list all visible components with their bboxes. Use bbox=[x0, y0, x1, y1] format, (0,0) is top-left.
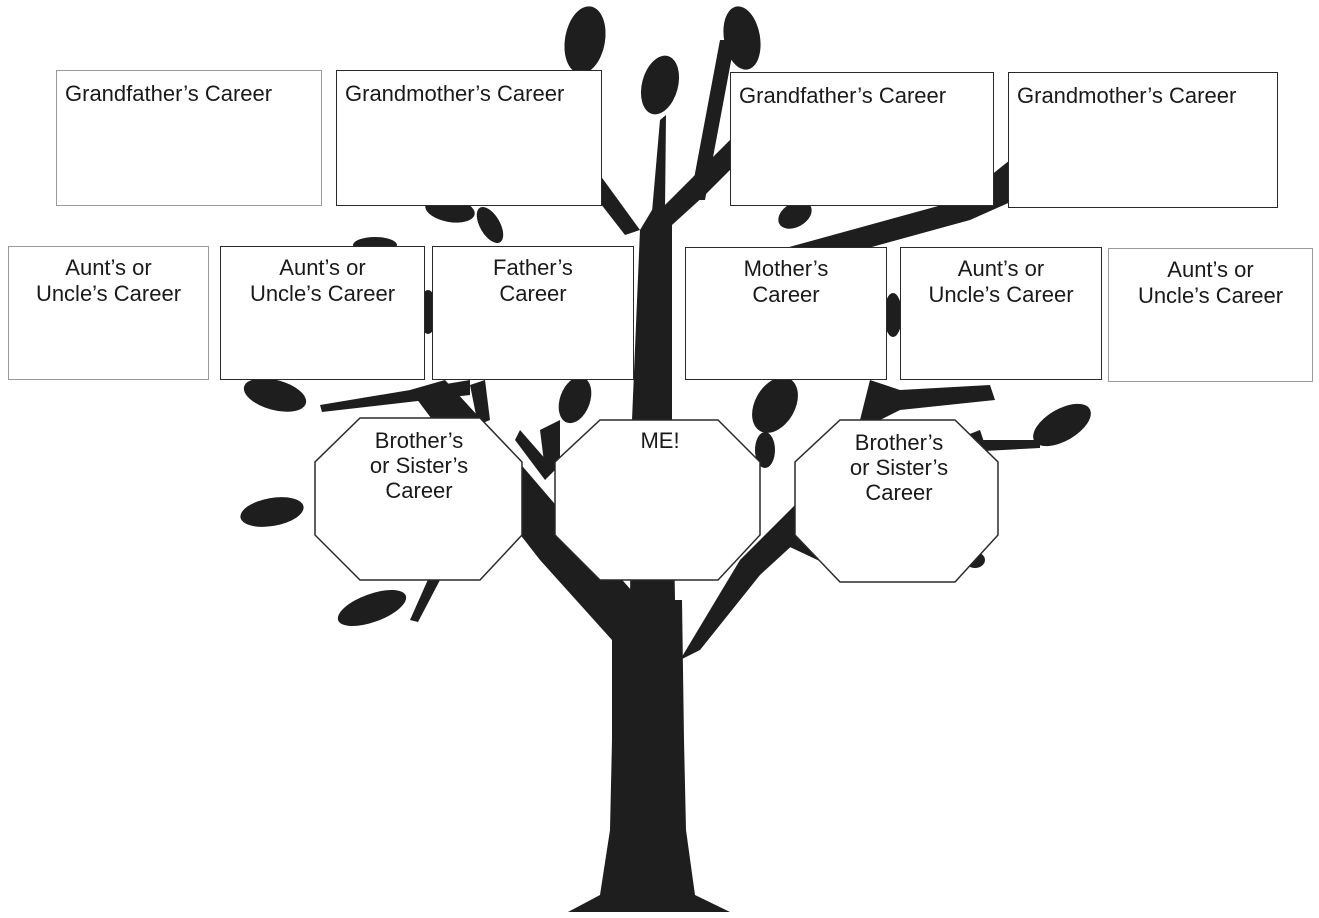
grandfather-career-label: Grandfather’s Career bbox=[739, 83, 947, 108]
grandfather-career-box-maternal: Grandfather’s Career bbox=[730, 72, 994, 206]
mother-line1: Mother’s bbox=[743, 256, 829, 281]
father-line1: Father’s bbox=[493, 255, 573, 280]
sibling-line3: Career bbox=[865, 480, 933, 505]
mother-line2: Career bbox=[752, 282, 820, 307]
aunt-uncle-career-box-3: Aunt’s or Uncle’s Career bbox=[900, 247, 1102, 380]
father-line2: Career bbox=[499, 281, 567, 306]
sibling-right-label: Brother’s or Sister’s Career bbox=[810, 430, 988, 505]
grandmother-career-label: Grandmother’s Career bbox=[345, 81, 565, 106]
leaf bbox=[640, 55, 680, 115]
father-career-box: Father’s Career bbox=[432, 246, 634, 380]
me-text: ME! bbox=[640, 428, 680, 453]
aunt-uncle-line1: Aunt’s or bbox=[65, 255, 152, 280]
sibling-line2: or Sister’s bbox=[369, 453, 469, 478]
aunt-uncle-career-box-4: Aunt’s or Uncle’s Career bbox=[1108, 248, 1313, 382]
leaf bbox=[884, 293, 902, 337]
aunt-uncle-career-box-1: Aunt’s or Uncle’s Career bbox=[8, 246, 209, 380]
branch-mid-left bbox=[320, 380, 470, 412]
sibling-left-octagon bbox=[314, 417, 523, 581]
me-label: ME! bbox=[600, 428, 720, 453]
branch-up-left bbox=[590, 175, 640, 235]
sibling-line3: Career bbox=[385, 478, 453, 503]
leaf bbox=[723, 6, 761, 70]
grandfather-career-box-paternal: Grandfather’s Career bbox=[56, 70, 322, 206]
leaf bbox=[1033, 403, 1091, 447]
me-octagon bbox=[554, 419, 761, 581]
leaf bbox=[240, 497, 304, 527]
branch-top-stem-2 bbox=[690, 40, 735, 200]
grandmother-career-box-paternal: Grandmother’s Career bbox=[336, 70, 602, 206]
leaf bbox=[476, 206, 504, 244]
branch-top-stem bbox=[652, 115, 666, 212]
branch-center-sibling bbox=[540, 420, 560, 470]
aunt-uncle-line1: Aunt’s or bbox=[1167, 257, 1254, 282]
sibling-line2: or Sister’s bbox=[849, 455, 949, 480]
grandmother-career-label: Grandmother’s Career bbox=[1017, 83, 1237, 108]
leaf bbox=[752, 377, 798, 433]
grandmother-career-box-maternal: Grandmother’s Career bbox=[1008, 72, 1278, 208]
branch-far-right bbox=[760, 160, 1015, 275]
aunt-uncle-line2: Uncle’s Career bbox=[928, 282, 1074, 307]
sibling-line1: Brother’s bbox=[374, 428, 464, 453]
branch-left-lower bbox=[410, 575, 440, 622]
aunt-uncle-line2: Uncle’s Career bbox=[35, 281, 182, 306]
aunt-uncle-line1: Aunt’s or bbox=[957, 256, 1045, 281]
aunt-uncle-line2: Uncle’s Career bbox=[1137, 283, 1284, 308]
mother-career-box: Mother’s Career bbox=[685, 247, 887, 380]
branch-mid-right bbox=[860, 380, 995, 420]
sibling-left-label: Brother’s or Sister’s Career bbox=[330, 428, 508, 503]
leaf bbox=[778, 201, 812, 229]
leaf bbox=[564, 6, 606, 74]
grandfather-career-label: Grandfather’s Career bbox=[65, 81, 273, 106]
tree-trunk bbox=[568, 600, 730, 912]
leaf bbox=[337, 589, 407, 627]
sibling-right-octagon bbox=[794, 419, 999, 583]
leaf bbox=[755, 432, 775, 468]
leaf bbox=[243, 378, 307, 412]
branch-mid-left-2 bbox=[470, 380, 490, 425]
leaf bbox=[558, 376, 592, 424]
sibling-line1: Brother’s bbox=[854, 430, 944, 455]
aunt-uncle-career-box-2: Aunt’s or Uncle’s Career bbox=[220, 246, 425, 380]
aunt-uncle-line1: Aunt’s or bbox=[279, 255, 366, 280]
aunt-uncle-line2: Uncle’s Career bbox=[249, 281, 396, 306]
